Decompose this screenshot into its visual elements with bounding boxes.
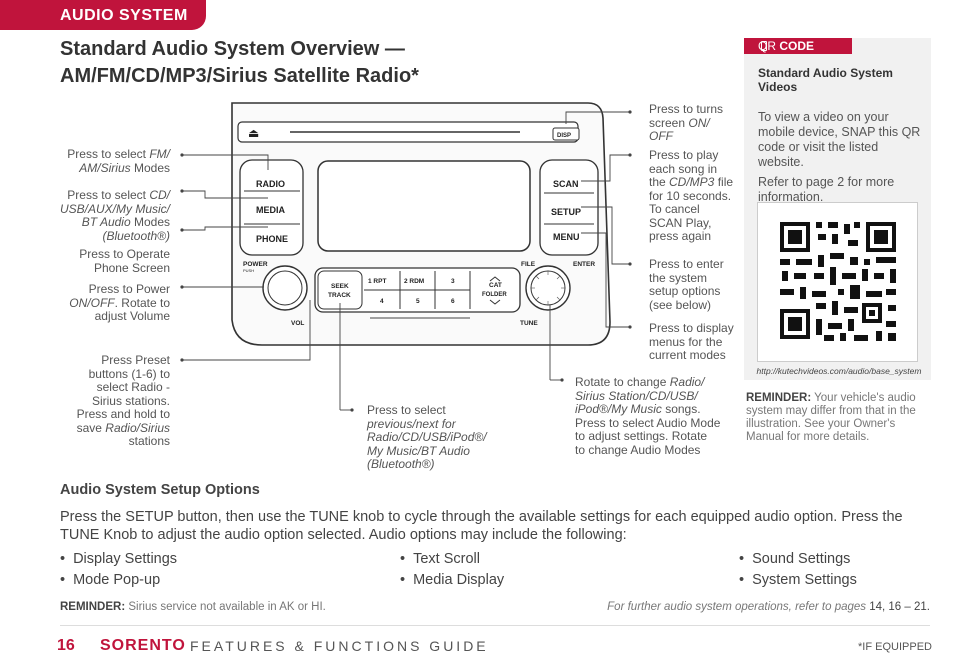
setup-button[interactable]: SETUP (551, 207, 581, 217)
chevron-down-icon (489, 299, 501, 305)
callout-scan: Press to play each song in the CD/MP3 fi… (649, 148, 734, 243)
radio-button[interactable]: RADIO (256, 179, 285, 189)
phone-button[interactable]: PHONE (256, 234, 288, 244)
callout-power: Press to Power ON/OFF. Rotate to adjust … (69, 282, 170, 323)
eject-icon: ⏏ (248, 126, 259, 140)
qr-code-icon (780, 222, 896, 341)
svg-text:FOLDER: FOLDER (482, 292, 507, 298)
section-tab: AUDIO SYSTEM (0, 0, 206, 30)
callout-lines (182, 111, 630, 410)
callout-preset: Press Preset buttons (1-6) to select Rad… (76, 353, 170, 448)
option-display-settings: Display Settings (60, 551, 177, 567)
option-system-settings: System Settings (739, 572, 857, 588)
file-label: FILE (521, 261, 536, 268)
qr-url[interactable]: http://kutechvideos.com/audio/base_syste… (756, 366, 922, 376)
cat-folder-button[interactable]: CAT (489, 282, 502, 289)
page-title: Standard Audio System Overview — AM/FM/C… (60, 36, 480, 90)
callout-select-cd: Press to select CD/ USB/AUX/My Music/ BT… (59, 188, 170, 243)
callout-tune: Rotate to change Radio/ Sirius Station/C… (575, 375, 721, 457)
option-text-scroll: Text Scroll (400, 551, 480, 567)
preset-5-button[interactable]: 5 (416, 298, 420, 305)
qr-badge: QR CODE (744, 38, 852, 54)
if-equipped-note: *IF EQUIPPED (858, 641, 932, 653)
option-sound-settings: Sound Settings (739, 551, 850, 567)
qr-title: Standard Audio System Videos (758, 66, 893, 94)
svg-text:TRACK: TRACK (328, 292, 351, 299)
footer-guide: FEATURES & FUNCTIONS GUIDE (190, 638, 489, 654)
preset-3-button[interactable]: 3 (451, 278, 455, 285)
push-label: PUSH (243, 268, 254, 273)
media-button[interactable]: MEDIA (256, 205, 286, 215)
reminder-bottom: REMINDER: Sirius service not available i… (60, 601, 326, 613)
qr-code[interactable] (757, 202, 918, 362)
tune-label: TUNE (520, 320, 538, 327)
vol-label: VOL (291, 320, 304, 327)
footer-divider (60, 625, 930, 626)
setup-heading: Audio System Setup Options (60, 482, 260, 498)
callout-disp: Press to turns screen ON/ OFF (649, 102, 724, 143)
preset-1-button[interactable]: 1 RPT (368, 278, 386, 285)
reminder-side: REMINDER: Your vehicle's audio system ma… (746, 392, 916, 443)
preset-4-button[interactable]: 4 (380, 298, 384, 305)
phone-icon (761, 41, 767, 51)
scan-button[interactable]: SCAN (553, 179, 579, 189)
callout-dots (180, 110, 632, 412)
footer-brand: SORENTO (100, 637, 186, 654)
enter-label: ENTER (573, 261, 595, 268)
page-number: 16 (57, 637, 75, 654)
preset-2-button[interactable]: 2 RDM (404, 278, 424, 285)
menu-button[interactable]: MENU (553, 232, 580, 242)
svg-text:SEEK: SEEK (331, 283, 349, 290)
callout-setup: Press to enter the system setup options … (649, 257, 724, 312)
preset-6-button[interactable]: 6 (451, 298, 455, 305)
setup-paragraph: Press the SETUP button, then use the TUN… (60, 509, 903, 543)
qr-body: To view a video on your mobile device, S… (758, 110, 921, 204)
callout-select-fm: Press to select FM/ AM/Sirius Modes (67, 147, 170, 175)
option-mode-popup: Mode Pop-up (60, 572, 160, 588)
power-label: POWER (243, 261, 268, 268)
right-button-group (539, 159, 599, 256)
section-tab-label: AUDIO SYSTEM (60, 7, 188, 24)
chevron-up-icon (489, 276, 501, 282)
callout-seek: Press to select previous/next for Radio/… (367, 403, 487, 471)
page-title-line-1: Standard Audio System Overview — (60, 38, 405, 60)
display-screen (317, 160, 531, 252)
disp-label: DISP (557, 133, 571, 139)
option-media-display: Media Display (400, 572, 504, 588)
callout-menu: Press to display menus for the current m… (649, 321, 734, 362)
left-button-group (239, 159, 304, 256)
disp-button[interactable] (552, 127, 580, 141)
page-title-line-2: AM/FM/CD/MP3/Sirius Satellite Radio* (60, 65, 419, 87)
further-reference: For further audio system operations, ref… (607, 601, 930, 613)
